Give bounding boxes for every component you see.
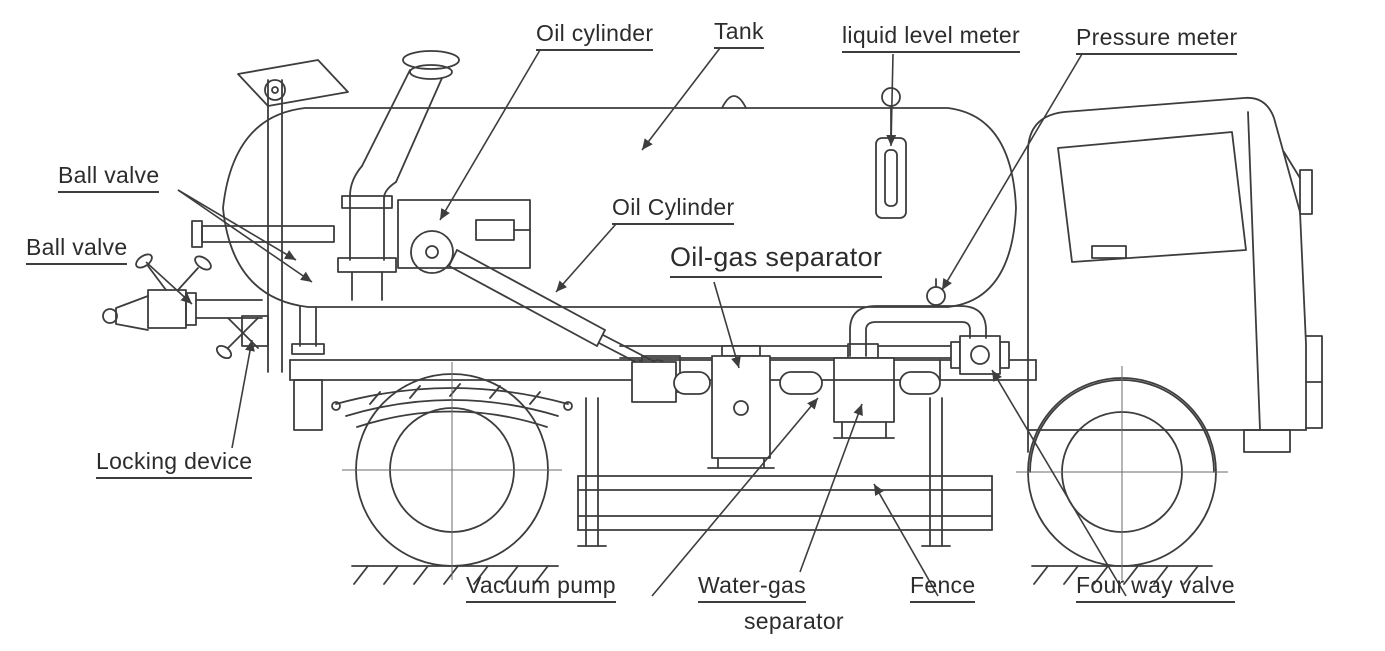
truck-cab [1027, 96, 1323, 473]
label-ball-valve-upper: Ball valve [58, 162, 160, 194]
door-seam [1247, 111, 1261, 431]
tank-outline [222, 95, 1017, 308]
rear-wheel [351, 373, 559, 585]
rear-mast [191, 59, 349, 373]
underbody-equipment [631, 335, 1010, 469]
leader-tank [641, 47, 721, 151]
leader-pressure-meter [941, 53, 1083, 291]
label-water-gas-separator: Water-gas separator [698, 572, 844, 638]
cab-step [1243, 429, 1291, 453]
leader-ball-valve-upper-2 [177, 189, 313, 283]
oil-gas-separator-part [707, 345, 775, 469]
label-four-way-valve: Four way valve [1076, 572, 1235, 604]
label-liquid-level-meter: liquid level meter [842, 22, 1020, 54]
leader-four-way-valve [991, 369, 1127, 597]
label-vacuum-pump: Vacuum pump [466, 572, 616, 604]
suction-boom [337, 50, 460, 301]
side-mirror-icon [1299, 169, 1313, 215]
leader-locking-device [231, 339, 255, 449]
leader-lines [145, 47, 1127, 597]
label-fence: Fence [910, 572, 976, 604]
gooseneck-pipe [849, 305, 987, 357]
front-bumper [1305, 335, 1323, 429]
ball-valve-assembly [102, 253, 325, 355]
label-oil-cylinder-mid: Oil Cylinder [612, 194, 735, 226]
leader-oil-cylinder-top [439, 49, 541, 221]
leader-water-gas-separator [799, 403, 863, 573]
label-water-gas-line1: Water-gas [698, 572, 806, 604]
leader-oil-gas-separator [713, 281, 741, 369]
cab-window [1057, 131, 1247, 263]
label-ball-valve-lower: Ball valve [26, 234, 128, 266]
label-oil-gas-separator: Oil-gas separator [670, 242, 883, 279]
label-locking-device: Locking device [96, 448, 253, 480]
door-handle-icon [1091, 245, 1127, 259]
locking-device-part [215, 315, 269, 360]
four-way-valve-part [950, 335, 1010, 375]
pressure-meter-part [926, 278, 946, 306]
main-suction-pipe [619, 345, 959, 359]
label-tank: Tank [714, 18, 764, 50]
mounting-plate [397, 199, 531, 274]
centerlines [342, 362, 1228, 580]
leader-oil-cylinder-mid [555, 223, 617, 293]
leader-ball-valve-upper-1 [177, 189, 297, 261]
leader-ball-valve-lower [145, 261, 193, 305]
vacuum-pump-part [833, 343, 895, 439]
lifting-lug-icon [721, 95, 747, 109]
label-pressure-meter: Pressure meter [1076, 24, 1238, 56]
label-water-gas-line2: separator [744, 608, 844, 635]
label-oil-cylinder-top: Oil cylinder [536, 20, 654, 52]
fence-part [577, 397, 993, 547]
leader-liquid-level-meter [886, 53, 897, 147]
leader-fence [873, 483, 939, 597]
leader-vacuum-pump [651, 397, 819, 597]
